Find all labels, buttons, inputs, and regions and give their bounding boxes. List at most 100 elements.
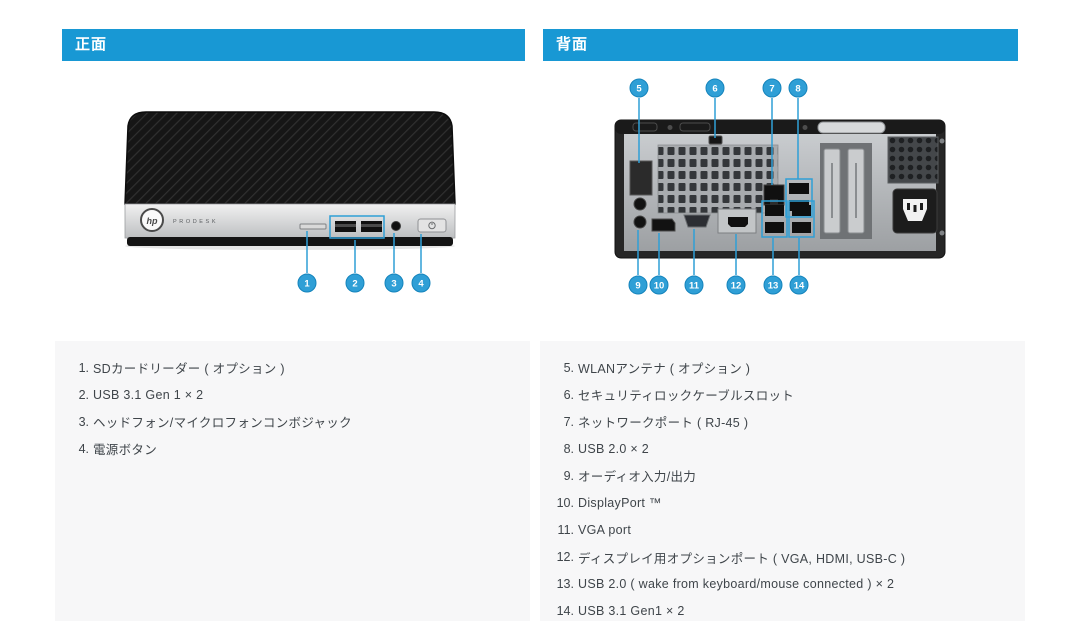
psu-screw-1 bbox=[939, 138, 945, 144]
list-item-number: 14. bbox=[556, 604, 574, 619]
callout-5-marker: 5 bbox=[629, 78, 649, 98]
chassis-base bbox=[127, 237, 453, 246]
vent-grille bbox=[657, 144, 779, 214]
list-item-label: USB 3.1 Gen1 × 2 bbox=[578, 604, 685, 619]
front-mesh-panel bbox=[124, 111, 456, 205]
callout-7-number: 7 bbox=[769, 84, 774, 95]
list-item: 4. 電源ボタン bbox=[75, 435, 530, 462]
psu-screw-2 bbox=[939, 230, 945, 236]
usb31-port-1 bbox=[792, 205, 811, 216]
list-item-number: 11. bbox=[557, 523, 574, 538]
callout-9-marker: 9 bbox=[628, 275, 648, 295]
back-top-rim bbox=[615, 120, 945, 134]
usb-highlight-box bbox=[329, 215, 385, 239]
list-item-label: WLANアンテナ ( オプション ) bbox=[578, 362, 751, 377]
usb20-top-highlight-box bbox=[785, 178, 813, 218]
usb20-bottom-highlight-box bbox=[761, 200, 788, 238]
hdmi-opening bbox=[728, 217, 748, 227]
list-item-label: USB 2.0 ( wake from keyboard/mouse conne… bbox=[578, 577, 895, 592]
back-ports bbox=[629, 135, 945, 239]
usb-port-2-tongue bbox=[361, 224, 382, 227]
callout-12-marker: 12 bbox=[726, 275, 746, 295]
usb-port-1-tongue bbox=[335, 224, 356, 227]
rim-slot bbox=[679, 122, 711, 132]
list-item-number: 3. bbox=[78, 414, 89, 429]
front-view-illustration: hp PRODESK bbox=[124, 111, 456, 293]
audio-in-jack bbox=[633, 197, 647, 211]
back-view-figure: 5 6 7 8 9 bbox=[600, 73, 980, 305]
callout-14-number: 14 bbox=[794, 281, 805, 292]
usb31-port-2 bbox=[792, 222, 811, 233]
list-item-label: オーディオ入力/出力 bbox=[578, 470, 697, 485]
list-item: 12. ディスプレイ用オプションポート ( VGA, HDMI, USB-C ) bbox=[556, 544, 1025, 571]
callout-11-marker: 11 bbox=[684, 275, 704, 295]
list-item: 10. DisplayPort ™ bbox=[556, 489, 1025, 516]
hp-logo-text: hp bbox=[147, 216, 158, 226]
front-leader-lines bbox=[306, 231, 422, 273]
callout-5-number: 5 bbox=[636, 84, 642, 95]
front-branding: hp PRODESK bbox=[140, 208, 218, 232]
callout-9-number: 9 bbox=[635, 281, 640, 292]
back-section-header: 背面 bbox=[543, 29, 1018, 61]
list-item-label: USB 3.1 Gen 1 × 2 bbox=[93, 387, 204, 402]
callout-6-number: 6 bbox=[712, 84, 717, 95]
list-item-number: 4. bbox=[78, 441, 89, 456]
callout-10-marker: 10 bbox=[649, 275, 669, 295]
front-feature-list: 1. SDカードリーダー ( オプション ) 2. USB 3.1 Gen 1 … bbox=[55, 341, 530, 621]
front-view-figure: hp PRODESK bbox=[100, 100, 480, 305]
hp-logo-icon bbox=[140, 208, 164, 232]
carry-handle bbox=[817, 121, 886, 134]
list-item-label: USB 2.0 × 2 bbox=[578, 441, 650, 456]
list-item: 7. ネットワークポート ( RJ-45 ) bbox=[556, 408, 1025, 435]
usb20-port-3 bbox=[765, 205, 784, 216]
usb31-highlight-box bbox=[788, 200, 815, 238]
callout-1-marker: 1 bbox=[297, 273, 317, 293]
callout-14-marker: 14 bbox=[789, 275, 809, 295]
usb20-port-4 bbox=[765, 222, 784, 233]
list-item-number: 6. bbox=[563, 387, 574, 402]
list-item-number: 5. bbox=[563, 360, 574, 375]
audio-out-jack bbox=[633, 215, 647, 229]
list-item-number: 10. bbox=[556, 496, 574, 511]
callout-1-number: 1 bbox=[304, 279, 310, 290]
prodesk-label: PRODESK bbox=[173, 219, 218, 225]
rim-screw-2 bbox=[802, 125, 808, 130]
list-item-label: VGA port bbox=[578, 523, 632, 538]
back-callouts-top: 5 6 7 8 bbox=[629, 78, 808, 98]
list-item-number: 8. bbox=[563, 441, 574, 456]
list-item: 8. USB 2.0 × 2 bbox=[556, 435, 1025, 462]
callout-4-number: 4 bbox=[418, 279, 424, 290]
headphone-jack bbox=[391, 221, 401, 231]
list-item-number: 1. bbox=[78, 360, 89, 375]
callout-7-marker: 7 bbox=[762, 78, 782, 98]
list-item-label: ネットワークポート ( RJ-45 ) bbox=[578, 416, 749, 431]
front-section-header: 正面 bbox=[62, 29, 525, 61]
list-item-label: 電源ボタン bbox=[93, 443, 158, 458]
sd-card-slot bbox=[299, 223, 327, 230]
ac-pin-center bbox=[913, 205, 917, 212]
callout-8-number: 8 bbox=[795, 84, 800, 95]
ac-pin-left bbox=[907, 203, 910, 210]
list-item-number: 12. bbox=[556, 550, 574, 565]
back-callouts-bottom: 9 10 11 12 13 bbox=[628, 275, 809, 295]
callout-13-marker: 13 bbox=[763, 275, 783, 295]
list-item-label: DisplayPort ™ bbox=[578, 496, 662, 511]
list-item-label: SDカードリーダー ( オプション ) bbox=[93, 362, 285, 377]
list-item-number: 2. bbox=[78, 387, 89, 402]
front-chassis bbox=[124, 111, 456, 250]
list-item-label: ディスプレイ用オプションポート ( VGA, HDMI, USB-C ) bbox=[578, 551, 906, 566]
list-item: 14. USB 3.1 Gen1 × 2 bbox=[556, 598, 1025, 625]
rim-screw-1 bbox=[667, 125, 673, 130]
front-callouts: 1 2 3 4 bbox=[297, 273, 431, 293]
callout-8-marker: 8 bbox=[788, 78, 808, 98]
ac-pin-right bbox=[920, 203, 923, 210]
back-view-illustration: 5 6 7 8 9 bbox=[614, 78, 946, 295]
list-item-number: 13. bbox=[556, 577, 574, 592]
wlan-antenna-cover bbox=[629, 160, 653, 196]
list-item: 3. ヘッドフォン/マイクロフォンコンボジャック bbox=[75, 408, 530, 435]
back-feature-list: 5. WLANアンテナ ( オプション ) 6. セキュリティロックケーブルスロ… bbox=[540, 341, 1025, 621]
vga-port bbox=[683, 214, 711, 228]
callout-3-number: 3 bbox=[391, 279, 396, 290]
callout-10-number: 10 bbox=[654, 281, 665, 292]
